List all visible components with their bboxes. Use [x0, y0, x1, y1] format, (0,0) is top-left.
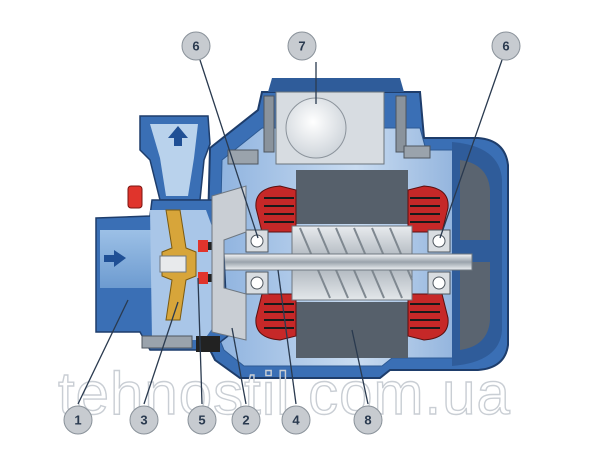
callout-bearing-front: 6	[181, 31, 211, 61]
svg-text:4: 4	[292, 413, 300, 428]
callout-terminal-box: 7	[287, 31, 317, 61]
pump-body	[95, 115, 229, 351]
svg-text:7: 7	[298, 39, 305, 54]
callout-mechanical-seal: 5	[187, 405, 217, 435]
callout-rotor: 4	[281, 405, 311, 435]
impeller	[159, 209, 197, 321]
svg-text:3: 3	[140, 413, 147, 428]
callout-bearing-rear: 6	[491, 31, 521, 61]
capacitor	[285, 97, 347, 159]
callout-lines	[77, 59, 503, 405]
svg-text:6: 6	[502, 39, 509, 54]
svg-text:5: 5	[198, 413, 205, 428]
svg-text:6: 6	[192, 39, 199, 54]
svg-text:2: 2	[242, 413, 249, 428]
terminal-box	[227, 78, 431, 165]
bearing-front	[245, 229, 269, 295]
callout-pump-body: 1	[63, 405, 93, 435]
flow-arrow-inlet-icon	[104, 250, 126, 267]
callout-stator: 8	[353, 405, 383, 435]
bearing-rear	[427, 229, 451, 295]
flow-arrow-outlet-icon	[168, 126, 188, 146]
svg-text:8: 8	[364, 413, 371, 428]
svg-text:1: 1	[74, 413, 81, 428]
callout-impeller: 3	[129, 405, 159, 435]
callout-motor-flange: 2	[231, 405, 261, 435]
